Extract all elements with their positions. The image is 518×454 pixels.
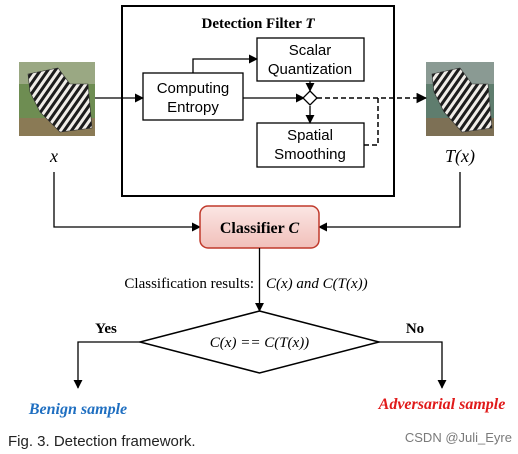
spatial-smoothing-line2: Smoothing xyxy=(274,146,346,163)
decision-condition: C(x) == C(T(x)) xyxy=(210,335,309,351)
classification-results-text: Classification results: xyxy=(124,276,254,292)
no-branch-arrow xyxy=(379,341,447,389)
scalar-quantization-box xyxy=(256,37,365,82)
computing-entropy-line1: Computing xyxy=(157,80,230,97)
output-label: T(x) xyxy=(445,146,475,167)
output-image xyxy=(426,62,494,136)
entropy-to-scalar-arrow xyxy=(192,54,258,73)
no-label: No xyxy=(406,321,424,337)
input-label: x xyxy=(49,146,58,166)
figure-caption: Fig. 3. Detection framework. xyxy=(8,433,196,450)
output-to-classifier-arrow xyxy=(318,172,461,232)
computing-entropy-box xyxy=(142,72,244,121)
detection-filter-title: Detection Filter T xyxy=(201,16,315,32)
computing-entropy-line2: Entropy xyxy=(167,99,219,116)
input-to-classifier-arrow xyxy=(53,172,201,232)
input-image xyxy=(19,62,95,136)
yes-label: Yes xyxy=(95,321,117,337)
spatial-to-output-dashed xyxy=(364,98,379,146)
yes-branch-arrow xyxy=(73,341,140,389)
switch-node xyxy=(302,90,318,106)
spatial-smoothing-line1: Spatial xyxy=(287,127,333,144)
benign-sample-label: Benign sample xyxy=(28,401,127,418)
scalar-quantization-line2: Quantization xyxy=(268,61,352,78)
scalar-quantization-line1: Scalar xyxy=(289,42,332,59)
classifier-label: Classifier C xyxy=(220,220,300,237)
adversarial-sample-label: Adversarial sample xyxy=(378,396,506,413)
decision-diamond xyxy=(137,310,382,374)
classification-results-expr: C(x) and C(T(x)) xyxy=(266,276,368,292)
watermark: CSDN @Juli_Eyre xyxy=(405,430,512,445)
